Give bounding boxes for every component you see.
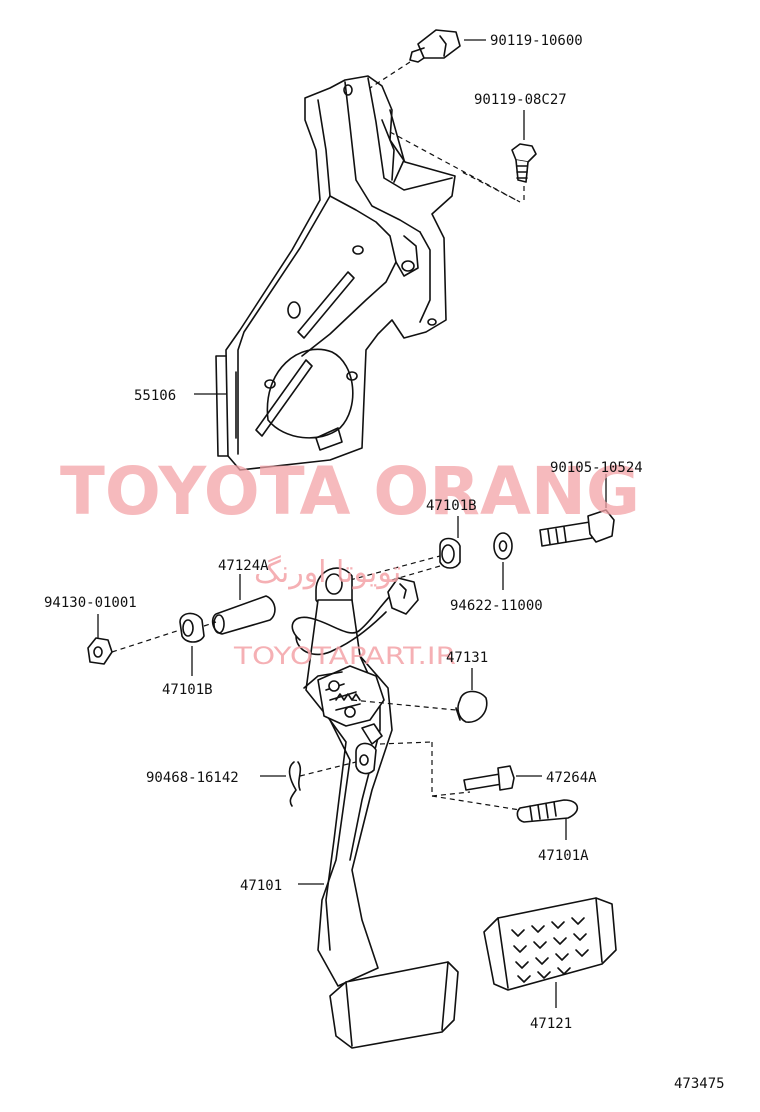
pedal-pad-47121-drawing: [483, 897, 617, 991]
label-nut-94130-01001: 94130-01001: [44, 595, 137, 611]
clip-90468-16142-drawing: [288, 761, 302, 807]
label-stop-cushion-47131: 47131: [446, 650, 488, 666]
watermark-site: TOYOTAPART.IR: [233, 642, 456, 670]
label-clip-90468-16142: 90468-16142: [146, 770, 239, 786]
label-bushing-47101b-right: 47101B: [426, 498, 477, 514]
label-pedal-pad-47121: 47121: [530, 1016, 572, 1032]
watermark-main: TOYOTA ORANG: [60, 453, 640, 530]
label-bolt-90105-10524: 90105-10524: [550, 460, 643, 476]
nut-94130-01001-drawing: [87, 637, 113, 665]
washer-94622-11000-drawing: [493, 532, 513, 560]
label-bushing-47101b-left: 47101B: [162, 682, 213, 698]
label-collar-47124a: 47124A: [218, 558, 269, 574]
spring-47101a-drawing: [516, 799, 579, 823]
pedal-pad-on-arm-drawing: [329, 961, 459, 1049]
bushing-47101b-left-drawing: [179, 612, 205, 643]
pedal-bracket-drawing: [215, 75, 456, 471]
label-bolt-90119-08c27: 90119-08C27: [474, 92, 567, 108]
label-bracket-55106: 55106: [134, 388, 176, 404]
bolt-90105-10524-drawing: [539, 509, 615, 547]
label-pin-47264a: 47264A: [546, 770, 597, 786]
diagram-id: 473475: [674, 1076, 725, 1092]
label-bolt-90119-10600: 90119-10600: [490, 33, 583, 49]
label-pedal-arm-47101: 47101: [240, 878, 282, 894]
pin-47264a-drawing: [463, 765, 515, 791]
bolt-90119-08c27-drawing: [511, 143, 537, 183]
label-spring-47101a: 47101A: [538, 848, 589, 864]
bushing-47101b-right-drawing: [439, 537, 461, 569]
pedal-arm-drawing: [291, 567, 419, 987]
stop-cushion-47131-drawing: [455, 690, 488, 723]
bolt-90119-10600-drawing: [409, 29, 461, 63]
label-washer-94622-11000: 94622-11000: [450, 598, 543, 614]
watermark-arabic: تويوتا اورنگ: [254, 555, 401, 590]
collar-47124a-drawing: [211, 595, 276, 635]
